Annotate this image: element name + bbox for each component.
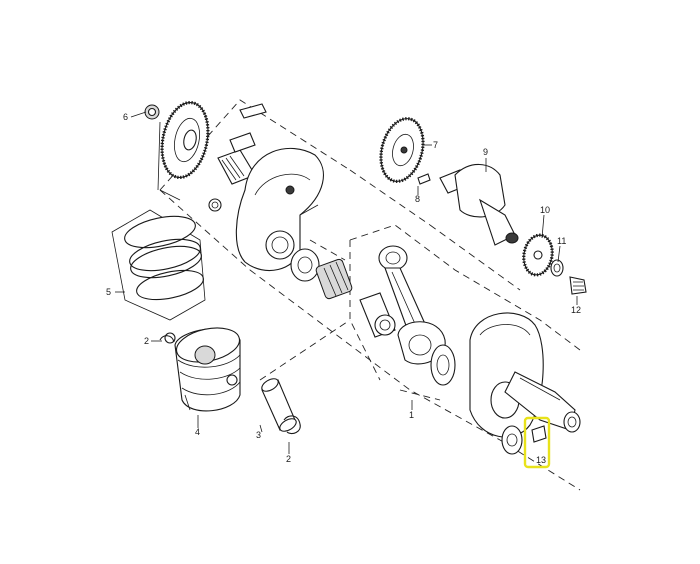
callout-7: 7 bbox=[433, 140, 438, 150]
piston-pin-3 bbox=[159, 335, 301, 435]
key-8 bbox=[417, 173, 431, 185]
piston-rings-5 bbox=[111, 209, 206, 321]
callout-leaders bbox=[115, 111, 578, 454]
gear-6-assembly bbox=[144, 100, 210, 201]
sprocket-10 bbox=[522, 233, 554, 277]
callout-12: 12 bbox=[571, 305, 581, 315]
needle-bearing bbox=[290, 248, 353, 300]
callout-1: 1 bbox=[409, 410, 414, 420]
connecting-rod bbox=[359, 245, 446, 365]
bolt-12 bbox=[569, 276, 587, 295]
assembly-guide-lines bbox=[159, 99, 581, 491]
thrust-washer bbox=[430, 344, 456, 386]
piston-4 bbox=[164, 327, 241, 412]
callout-9: 9 bbox=[483, 147, 488, 157]
callout-13: 13 bbox=[536, 455, 546, 465]
callout-6: 6 bbox=[123, 112, 128, 122]
washer-13 bbox=[501, 425, 547, 455]
gear-7 bbox=[379, 117, 425, 183]
callout-2b: 2 bbox=[286, 454, 291, 464]
balancer-shaft-9 bbox=[439, 163, 519, 246]
crank-left-shaft bbox=[208, 103, 267, 212]
callout-3: 3 bbox=[256, 430, 261, 440]
callout-4: 4 bbox=[195, 427, 200, 437]
highlight-box bbox=[523, 416, 551, 469]
callout-labels: 1 2 2 3 4 5 6 7 8 9 10 11 12 13 bbox=[106, 112, 581, 465]
callout-5: 5 bbox=[106, 287, 111, 297]
left-crank-web bbox=[235, 147, 324, 271]
callout-10: 10 bbox=[540, 205, 550, 215]
callout-2a: 2 bbox=[144, 336, 149, 346]
callout-11: 11 bbox=[557, 236, 566, 246]
callout-8: 8 bbox=[415, 194, 420, 204]
right-crank-web-1 bbox=[469, 312, 581, 438]
washer-11 bbox=[550, 259, 564, 277]
